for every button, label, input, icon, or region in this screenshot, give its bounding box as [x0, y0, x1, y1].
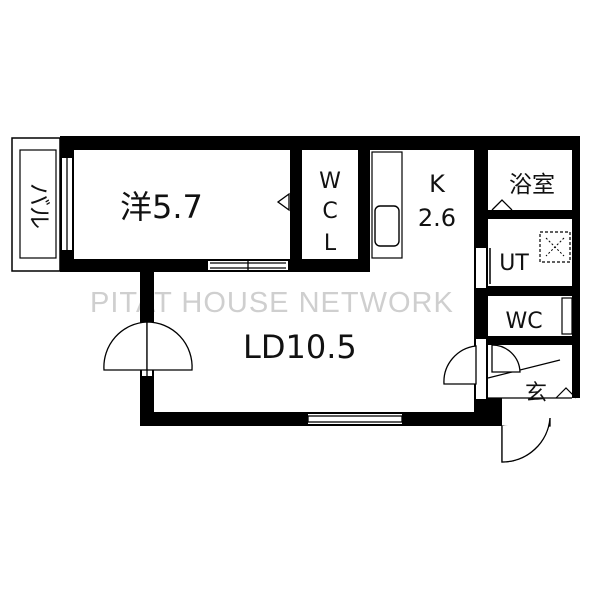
entrance-label: 玄: [525, 381, 547, 406]
toilet: WC: [505, 297, 573, 335]
toilet-label: WC: [505, 309, 542, 334]
utility: UT: [489, 231, 571, 284]
bath: 浴室: [491, 172, 555, 211]
entrance: 玄: [487, 359, 577, 406]
wcl-label-w: W: [319, 169, 341, 194]
utility-label: UT: [499, 251, 529, 276]
kitchen: K 2.6: [371, 151, 456, 259]
wcl-label-l: L: [324, 231, 337, 256]
door-swing-icon: [103, 321, 551, 463]
kitchen-label-k: K: [429, 170, 446, 198]
balcony: バル: [11, 137, 61, 272]
wcl: W C L: [319, 169, 341, 256]
western-room-label: 洋5.7: [120, 188, 203, 226]
wcl-label-c: C: [322, 199, 337, 224]
bath-door-marker-icon: [491, 199, 513, 211]
sink-icon: [374, 205, 400, 247]
closet-marker-icon: [276, 192, 290, 212]
balcony-label: バル: [26, 183, 52, 229]
washer-pan-icon: [539, 231, 571, 263]
bath-label: 浴室: [509, 172, 555, 198]
living-dining-label: LD10.5: [243, 328, 357, 366]
kitchen-label-size: 2.6: [418, 204, 456, 232]
